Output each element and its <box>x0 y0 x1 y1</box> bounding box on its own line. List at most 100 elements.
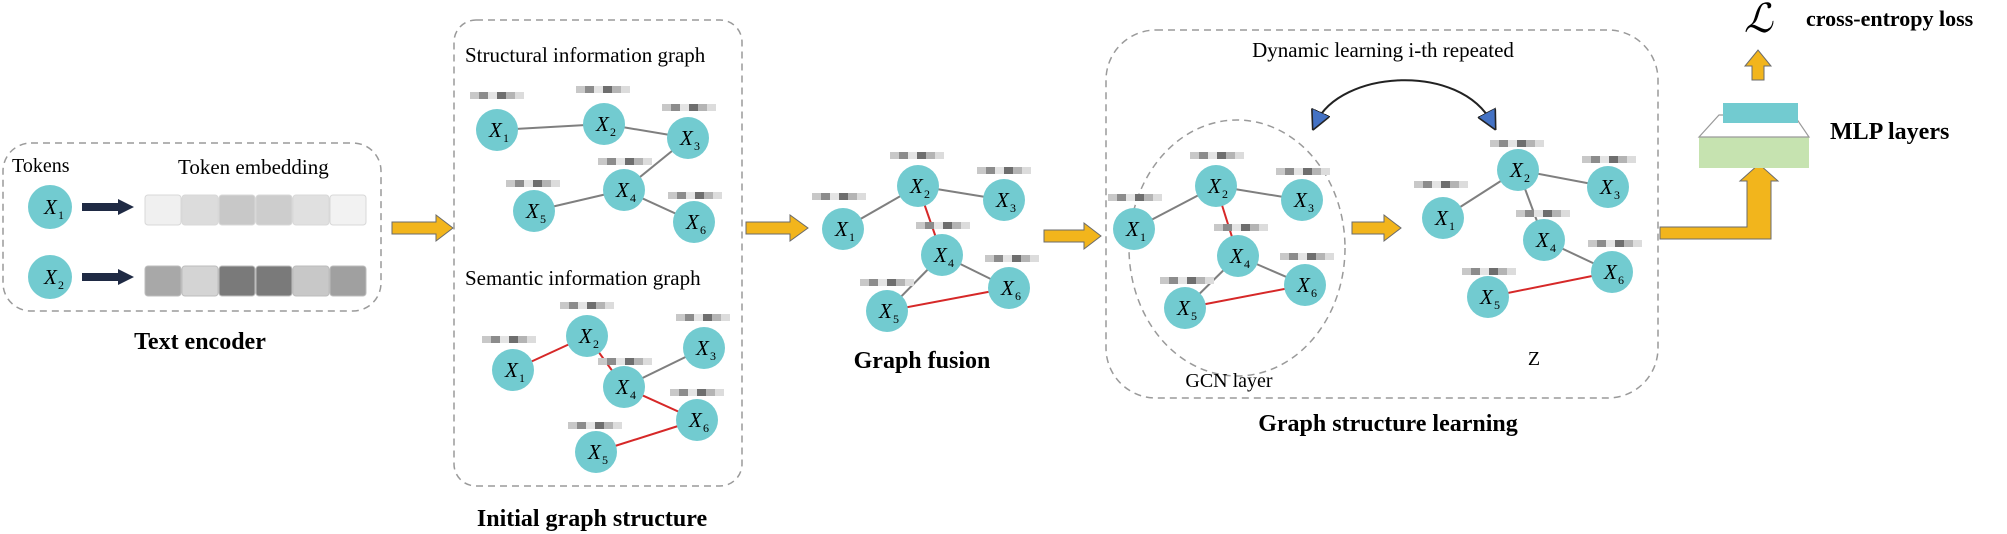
svg-text:X: X <box>1535 228 1550 252</box>
cross-entropy-loss-label: cross-entropy loss <box>1806 6 1974 31</box>
initial-graph-box <box>453 19 743 487</box>
struct-node-2-embedding <box>576 86 630 93</box>
svg-text:2: 2 <box>1222 187 1228 201</box>
svg-text:X: X <box>1603 260 1618 284</box>
token-embedding-bar-1 <box>144 194 367 226</box>
svg-text:3: 3 <box>710 349 716 363</box>
gsl-box <box>1105 29 1659 399</box>
to-mlp-elbow-arrow <box>1659 163 1780 240</box>
flow-arrow-2 <box>745 214 809 242</box>
svg-text:X: X <box>1434 206 1449 230</box>
fusion-node-5-embedding <box>860 279 914 286</box>
z-node-6-embedding <box>1588 240 1642 247</box>
text-encoder-title: Text encoder <box>134 329 266 355</box>
token-arrow-2 <box>82 269 134 285</box>
fusion-node-3-embedding <box>977 167 1031 174</box>
svg-text:1: 1 <box>58 208 64 222</box>
token-node-1: X 1 <box>28 185 72 229</box>
svg-text:X: X <box>578 324 593 348</box>
output-section: MLP layers ℒ cross-entropy loss <box>1659 0 1974 240</box>
gcn-to-z-arrow <box>1351 213 1402 243</box>
initial-graph-title: Initial graph structure <box>477 506 708 532</box>
dynamic-learning-curve-arrow <box>1316 79 1492 123</box>
z-edge-x5-x6 <box>1487 271 1613 298</box>
z-node-3-embedding <box>1582 156 1636 163</box>
svg-text:4: 4 <box>630 191 636 205</box>
svg-text:1: 1 <box>849 230 855 244</box>
sem-node-3-embedding <box>676 314 730 321</box>
svg-text:X: X <box>933 243 948 267</box>
svg-text:3: 3 <box>1308 201 1314 215</box>
svg-text:X: X <box>615 375 630 399</box>
gcn-node-1-embedding <box>1108 194 1162 201</box>
tokens-label: Tokens <box>12 155 70 177</box>
svg-text:X: X <box>1296 273 1311 297</box>
svg-text:1: 1 <box>519 371 525 385</box>
token-node-2: X 2 <box>28 255 72 299</box>
svg-text:X: X <box>1479 285 1494 309</box>
z-label: Z <box>1528 348 1540 370</box>
mlp-layer-top <box>1723 103 1798 123</box>
gcn-layer-circle <box>1128 119 1346 377</box>
svg-text:3: 3 <box>1010 201 1016 215</box>
svg-text:6: 6 <box>1311 286 1317 300</box>
svg-text:X: X <box>615 178 630 202</box>
svg-text:X: X <box>1207 174 1222 198</box>
svg-text:X: X <box>1000 276 1015 300</box>
svg-text:2: 2 <box>1524 171 1530 185</box>
token-embedding-label: Token embedding <box>178 155 329 179</box>
svg-text:X: X <box>995 188 1010 212</box>
svg-text:1: 1 <box>1140 230 1146 244</box>
dynamic-learning-label: Dynamic learning i-th repeated <box>1252 38 1514 62</box>
svg-text:X: X <box>43 195 58 219</box>
initial-graph-section: Structural information graph Semantic in… <box>453 19 743 532</box>
semantic-graph-title: Semantic information graph <box>465 266 701 290</box>
flow-arrow-1 <box>391 213 454 243</box>
flow-arrow-3 <box>1043 221 1102 251</box>
fusion-node-2-embedding <box>890 152 944 159</box>
svg-text:X: X <box>909 174 924 198</box>
text-encoder-box <box>2 142 382 312</box>
svg-text:4: 4 <box>1550 241 1556 255</box>
loss-symbol: ℒ <box>1744 0 1774 41</box>
token-embedding-bar-2 <box>144 265 367 297</box>
svg-text:X: X <box>878 299 893 323</box>
sem-node-5-embedding <box>568 422 622 429</box>
svg-text:6: 6 <box>1015 289 1021 303</box>
svg-text:X: X <box>688 408 703 432</box>
z-node-5-embedding <box>1462 268 1516 275</box>
svg-text:X: X <box>587 440 602 464</box>
fusion-node-6-embedding <box>985 255 1039 262</box>
svg-text:X: X <box>504 358 519 382</box>
svg-text:2: 2 <box>593 337 599 351</box>
svg-text:X: X <box>834 217 849 241</box>
svg-text:X: X <box>595 112 610 136</box>
mlp-layer-bottom <box>1699 137 1809 168</box>
z-node-1-embedding <box>1414 181 1468 188</box>
token-arrow-1 <box>82 199 134 215</box>
gcn-node-3-embedding <box>1276 168 1330 175</box>
